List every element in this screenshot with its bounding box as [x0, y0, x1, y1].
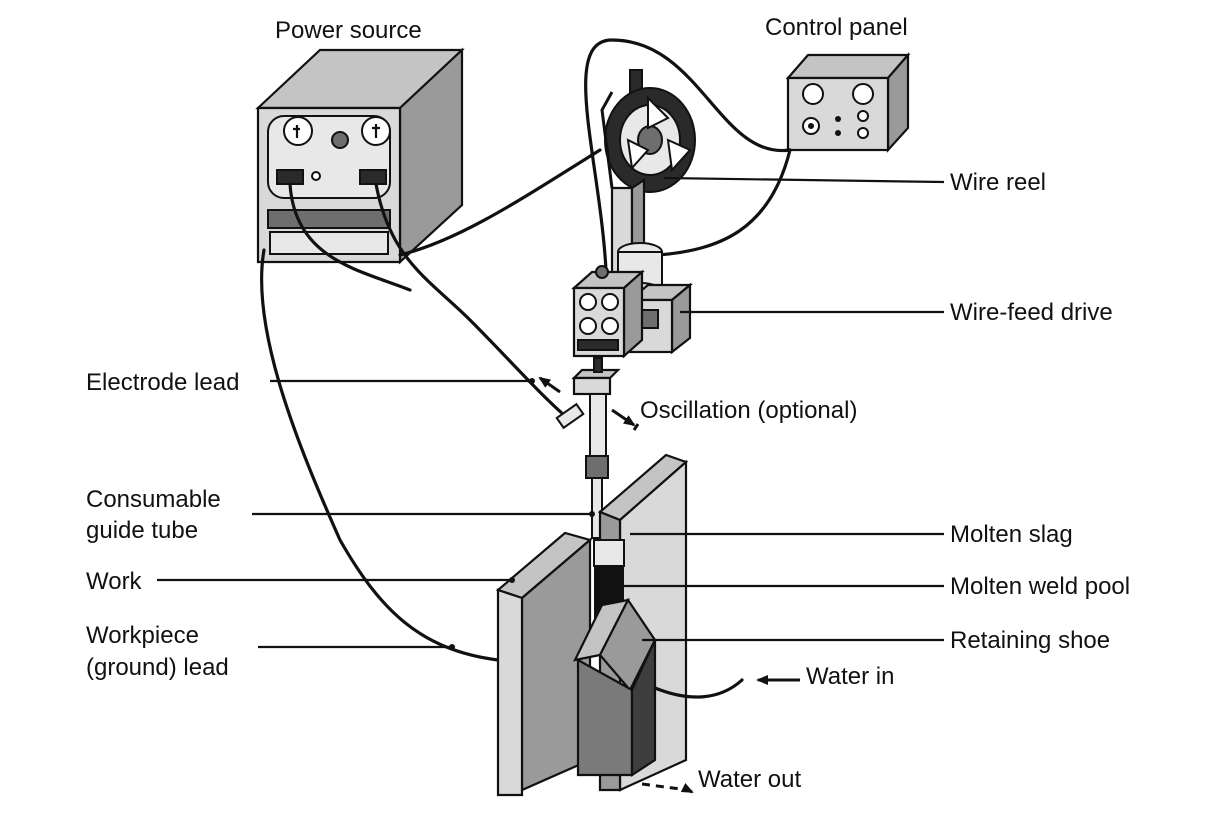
leader-lines [157, 176, 945, 650]
label-work: Work [86, 568, 143, 595]
power-source-unit [255, 47, 465, 265]
labels: Power source Control panel Wire reel Wir… [86, 14, 1130, 793]
label-water-in: Water in [806, 663, 894, 690]
retaining-shoe [573, 597, 657, 778]
wire-feed-drive-unit [571, 242, 694, 359]
label-wire-feed-drive: Wire-feed drive [950, 299, 1113, 326]
oscillation-arrows [538, 376, 640, 431]
label-workpiece-line1: Workpiece [86, 622, 199, 649]
label-electrode-lead: Electrode lead [86, 369, 239, 396]
label-control-panel: Control panel [765, 14, 908, 41]
label-workpiece-line2: (ground) lead [86, 654, 229, 681]
label-wire-reel: Wire reel [950, 169, 1046, 196]
label-consumable-line2: guide tube [86, 517, 198, 544]
cables [260, 38, 792, 662]
label-molten-weld-pool: Molten weld pool [950, 573, 1130, 600]
label-oscillation: Oscillation (optional) [640, 397, 857, 424]
label-power-source: Power source [275, 17, 422, 44]
water-lines [641, 675, 800, 794]
label-retaining-shoe: Retaining shoe [950, 627, 1110, 654]
torch-head [555, 357, 621, 539]
label-water-out: Water out [698, 766, 801, 793]
label-consumable-line1: Consumable [86, 486, 221, 513]
wire-reel [600, 69, 696, 193]
control-panel-unit [785, 52, 911, 153]
label-molten-slag: Molten slag [950, 521, 1073, 548]
